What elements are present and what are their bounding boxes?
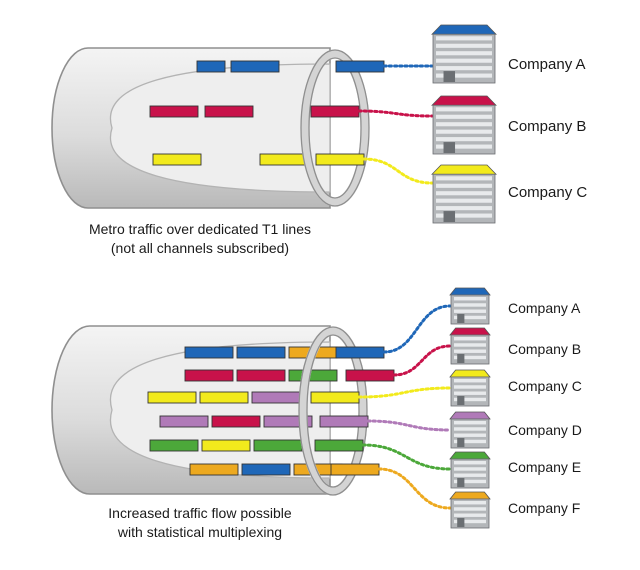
top-channel-bar: [204, 105, 254, 118]
bottom-channel-bar: [199, 391, 249, 404]
top-link-b: [357, 109, 434, 118]
top-channel-bar: [259, 153, 309, 166]
top-caption-line1: Metro traffic over dedicated T1 lines: [88, 221, 312, 237]
top-channel-bar: [152, 153, 202, 166]
top-company-a-label: Company A: [508, 56, 586, 73]
bottom-company-c-label: Company C: [508, 378, 582, 394]
bottom-link-f: [377, 467, 452, 510]
bottom-link-e: [361, 443, 452, 471]
bottom-exit-bar: [310, 391, 360, 404]
bottom-diagram: [51, 287, 491, 529]
top-pipe: [51, 47, 331, 209]
bottom-link-a: [382, 304, 452, 354]
bottom-channel-bar: [253, 439, 303, 452]
bottom-channel-bar: [184, 369, 234, 382]
bottom-caption-line1: Increased traffic flow possible: [108, 505, 292, 521]
bottom-link-b: [392, 344, 452, 377]
bottom-company-a-label: Company A: [508, 300, 581, 316]
bottom-caption: Increased traffic flow possible with sta…: [40, 504, 360, 542]
top-pipe-mouth: [300, 49, 370, 207]
bottom-channel-bar: [241, 463, 291, 476]
bottom-building-a-icon: [449, 287, 491, 325]
bottom-link-d: [366, 419, 452, 432]
bottom-exit-bar: [330, 463, 380, 476]
top-diagram: [51, 24, 497, 224]
bottom-building-b-icon: [449, 327, 491, 365]
bottom-channel-bar: [251, 391, 301, 404]
bottom-building-f-icon: [449, 491, 491, 529]
bottom-channel-bar: [288, 369, 338, 382]
top-building-c-icon: [431, 164, 497, 224]
bottom-building-c-icon: [449, 369, 491, 407]
bottom-channel-bar: [189, 463, 239, 476]
top-channel-bar: [196, 60, 226, 73]
bottom-exit-bar: [335, 346, 385, 359]
top-building-b-icon: [431, 95, 497, 155]
bottom-exit-bar: [345, 369, 395, 382]
bottom-building-d-icon: [449, 411, 491, 449]
bottom-channel-bar: [147, 391, 197, 404]
top-channel-bar: [230, 60, 280, 73]
bottom-channel-bar: [211, 415, 261, 428]
bottom-caption-line2: with statistical multiplexing: [117, 524, 283, 540]
bottom-company-f-label: Company F: [508, 500, 581, 516]
top-link-c: [362, 157, 434, 185]
bottom-company-e-label: Company E: [508, 459, 582, 475]
bottom-exit-bar: [319, 415, 369, 428]
bottom-channel-bar: [263, 415, 313, 428]
bottom-channel-bar: [201, 439, 251, 452]
bottom-building-e-icon: [449, 451, 491, 489]
top-exit-bar: [335, 60, 385, 73]
top-company-c-label: Company C: [508, 184, 588, 201]
top-company-b-label: Company B: [508, 118, 587, 135]
top-caption: Metro traffic over dedicated T1 lines (n…: [40, 220, 360, 258]
top-exit-bar: [310, 105, 360, 118]
bottom-pipe-mouth: [298, 326, 368, 496]
bottom-company-d-label: Company D: [508, 422, 582, 438]
bottom-channel-bar: [236, 346, 286, 359]
top-caption-line2: (not all channels subscribed): [110, 240, 290, 256]
bottom-company-b-label: Company B: [508, 341, 582, 357]
bottom-channel-bar: [159, 415, 209, 428]
top-building-a-icon: [431, 24, 497, 84]
bottom-channel-bar: [236, 369, 286, 382]
bottom-link-c: [357, 386, 452, 399]
bottom-exit-bar: [314, 439, 364, 452]
bottom-channel-bar: [149, 439, 199, 452]
bottom-channel-bar: [184, 346, 234, 359]
top-exit-bar: [315, 153, 365, 166]
top-channel-bar: [149, 105, 199, 118]
